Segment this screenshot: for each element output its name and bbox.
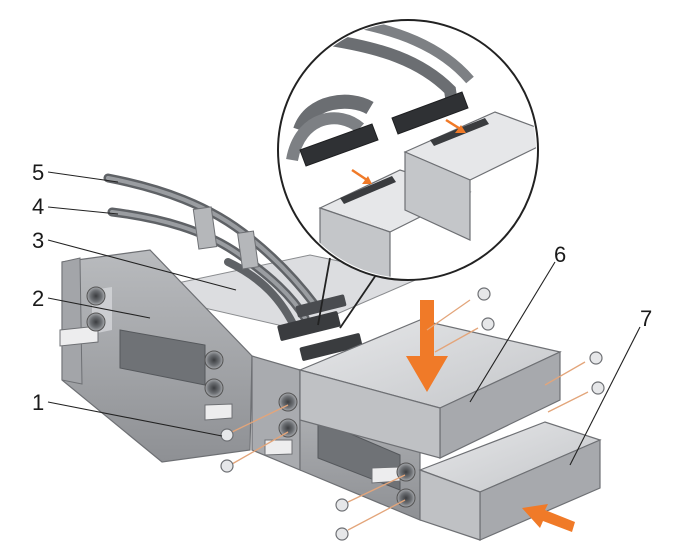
callout-leaders xyxy=(47,171,641,466)
cables xyxy=(103,173,363,361)
screw-icon xyxy=(589,351,603,365)
callout-4: 4 xyxy=(32,194,44,219)
screw-icon xyxy=(220,428,234,442)
callout-3: 3 xyxy=(32,228,44,253)
screw-icon xyxy=(591,381,605,395)
drive-cage xyxy=(59,249,422,521)
callout-5: 5 xyxy=(32,160,44,185)
screw-icon xyxy=(481,317,495,331)
screw-icon xyxy=(220,459,234,473)
callout-2: 2 xyxy=(32,286,44,311)
screw-icon xyxy=(477,287,491,301)
down-arrow xyxy=(406,300,448,392)
screw-icon xyxy=(335,498,349,512)
screw-icon xyxy=(335,527,349,541)
screws xyxy=(220,287,605,541)
cable-3 xyxy=(224,258,300,334)
callout-numbers: 5 4 3 2 1 6 7 xyxy=(32,160,652,415)
callout-6: 6 xyxy=(554,242,566,267)
left-arrow xyxy=(522,504,575,532)
callout-1: 1 xyxy=(32,390,44,415)
insert-arrows xyxy=(406,300,575,532)
callout-7: 7 xyxy=(640,306,652,331)
cage-screw-holes xyxy=(86,286,416,508)
